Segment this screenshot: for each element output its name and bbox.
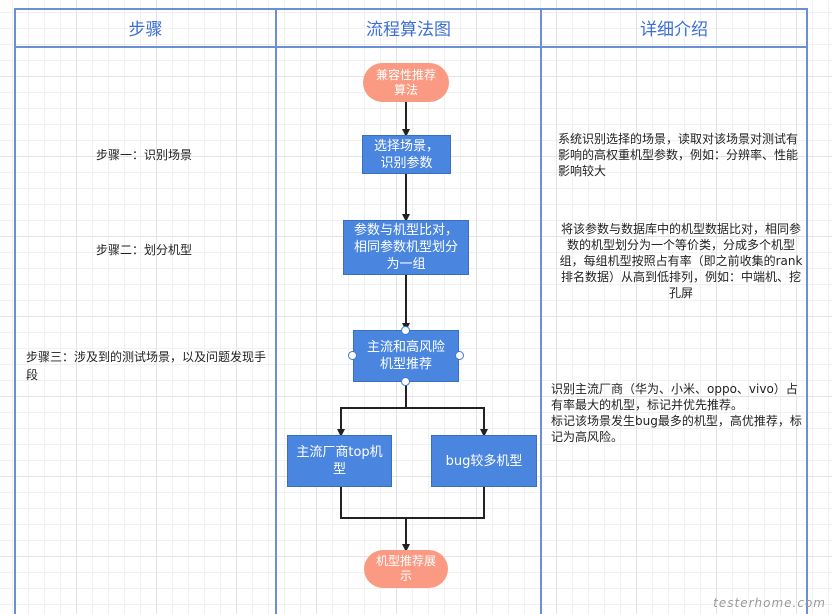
step-2-label: 步骤二：划分机型	[96, 243, 193, 257]
flow-select-scene-node[interactable]: 选择场景，识别参数	[362, 135, 451, 174]
header-details: 详细介绍	[640, 19, 708, 40]
flow-end-node[interactable]: 机型推荐展示	[364, 550, 448, 588]
table-column-divider-1	[275, 8, 277, 614]
step-3-label: 步骤三：涉及到的测试场景，以及问题发现手段	[26, 350, 267, 382]
arrow-recommend-to-bug-models	[406, 407, 488, 437]
table-top-border	[14, 8, 808, 10]
step-1-label: 步骤一：识别场景	[96, 148, 193, 162]
detail-step-1: 系统识别选择的场景，读取对该场景对测试有影响的高权重机型参数，例如：分辨率、性能…	[558, 132, 799, 178]
selection-handle-top[interactable]	[401, 326, 410, 335]
line-bug-models-to-merge	[406, 487, 485, 519]
table-right-border	[806, 8, 808, 614]
header-steps: 步骤	[128, 19, 163, 40]
arrow-recommend-to-top-vendor	[337, 382, 407, 437]
selection-handle-left[interactable]	[348, 351, 357, 360]
selection-handle-right[interactable]	[455, 351, 464, 360]
flow-top-vendor-node[interactable]: 主流厂商top机型	[287, 435, 392, 487]
flow-start-node[interactable]: 兼容性推荐算法	[363, 63, 449, 102]
detail-step-3b: 标记该场景发生bug最多的机型，高优推荐，标记为高风险。	[551, 414, 802, 444]
watermark-text: testerhome.com	[713, 596, 826, 610]
table-column-divider-2	[540, 8, 542, 614]
flow-compare-models-node[interactable]: 参数与机型比对，相同参数机型划分为一组	[343, 220, 469, 275]
table-header-divider	[14, 46, 808, 48]
detail-step-2: 将该参数与数据库中的机型数据比对，相同参数的机型划分为一个等价类，分成多个机型组…	[559, 222, 803, 300]
flow-bug-models-node[interactable]: bug较多机型	[431, 435, 537, 487]
flow-recommend-node[interactable]: 主流和高风险机型推荐	[353, 330, 459, 382]
detail-step-3a: 识别主流厂商（华为、小米、oppo、vivo）占有率最大的机型，标记并优先推荐。	[551, 382, 798, 412]
line-top-vendor-to-merge	[340, 487, 406, 519]
table-left-border	[14, 8, 16, 614]
header-flow: 流程算法图	[366, 19, 451, 40]
selection-handle-bottom[interactable]	[401, 377, 410, 386]
